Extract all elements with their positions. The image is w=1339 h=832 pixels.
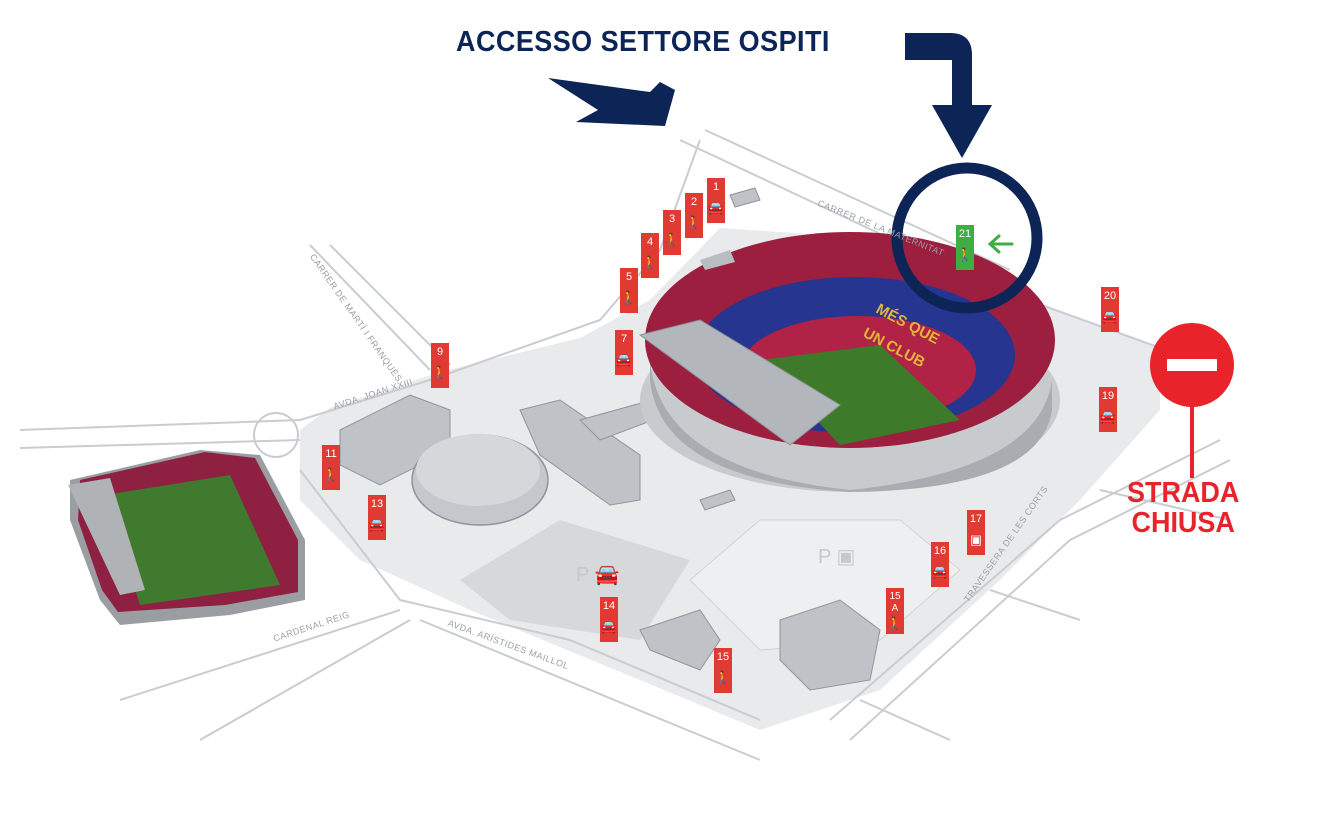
gate-15: 15 🚶 <box>714 648 732 693</box>
gate-number: 15 A <box>889 591 901 614</box>
car-icon: 🚘 <box>707 200 725 215</box>
parking-bus-letter: P <box>818 546 831 568</box>
gate-2: 2🚶 <box>685 193 703 238</box>
gate-number: 2 <box>690 196 698 208</box>
no-entry-sign-icon <box>1150 323 1234 478</box>
mini-stadium <box>68 450 305 625</box>
gate-7: 7🚘 <box>615 330 633 375</box>
gate-number: 11 <box>325 448 337 460</box>
parking-lot-cars <box>460 520 690 640</box>
gate-number: 19 <box>1101 390 1115 402</box>
gate-14: 14 🚘 <box>600 597 618 642</box>
pedestrian-icon: 🚶 <box>685 215 703 230</box>
roundabout <box>253 412 299 458</box>
parking-bus-label: P ▣ <box>818 544 855 569</box>
gate-15a: 15 A 🚶 <box>886 588 904 634</box>
gate-number: 16 <box>933 545 947 557</box>
gate-11: 11 🚶 <box>322 445 340 490</box>
pedestrian-icon: 🚶 <box>322 467 340 482</box>
gate-9: 9🚶 <box>431 343 449 388</box>
guest-sector-access-title: ACCESSO SETTORE OSPITI <box>456 26 830 58</box>
pedestrian-icon: 🚶 <box>956 247 974 262</box>
car-icon: 🚘 <box>1099 409 1117 424</box>
gate-number: 13 <box>370 498 384 510</box>
gate-1: 1🚘 <box>707 178 725 223</box>
car-icon: 🚘 <box>368 517 386 532</box>
gate-21-guest-access: 21 🚶 <box>956 225 974 270</box>
gate-4: 4🚶 <box>641 233 659 278</box>
gate-17: 17 ▣ <box>967 510 985 555</box>
parking-cars-letter: P <box>576 564 589 586</box>
arrow-down-icon <box>905 33 992 158</box>
gate-number: 21 <box>958 228 972 240</box>
road-closed-line2: CHIUSA <box>1131 507 1235 539</box>
gate-19: 19 🚘 <box>1099 387 1117 432</box>
road-closed-label: STRADA CHIUSA <box>1127 478 1239 538</box>
gate-3: 3🚶 <box>663 210 681 255</box>
green-arrow-icon <box>987 234 1014 254</box>
highlight-circle <box>891 162 1043 314</box>
gate-number: 4 <box>646 236 654 248</box>
pedestrian-icon: 🚶 <box>641 255 659 270</box>
pedestrian-icon: 🚶 <box>886 616 904 631</box>
gate-number: 5 <box>625 271 633 283</box>
arrow-left-icon <box>548 78 675 126</box>
pedestrian-icon: 🚶 <box>431 365 449 380</box>
pedestrian-icon: 🚶 <box>620 290 638 305</box>
gate-20: 20 🚘 <box>1101 287 1119 332</box>
gate-5: 5🚶 <box>620 268 638 313</box>
gate-number: 20 <box>1103 290 1117 302</box>
car-icon: 🚘 <box>931 564 949 579</box>
gate-number: 14 <box>602 600 616 612</box>
bus-icon: ▣ <box>969 532 983 547</box>
car-icon: 🚘 <box>1101 309 1119 324</box>
gate-13: 13 🚘 <box>368 495 386 540</box>
gate-number: 1 <box>712 181 720 193</box>
bus-icon: ▣ <box>836 546 856 568</box>
car-icon: 🚘 <box>594 564 620 586</box>
gate-number: 17 <box>969 513 983 525</box>
pedestrian-icon: 🚶 <box>663 232 681 247</box>
car-icon: 🚘 <box>615 352 633 367</box>
gate-number: 9 <box>436 346 444 358</box>
gate-number: 15 <box>716 651 730 663</box>
gate-number: 3 <box>668 213 676 225</box>
road-closed-line1: STRADA <box>1127 477 1240 509</box>
parking-cars-label: P 🚘 <box>576 562 619 587</box>
gate-16: 16 🚘 <box>931 542 949 587</box>
main-stadium <box>638 232 1060 492</box>
gate-number: 7 <box>620 333 628 345</box>
pedestrian-icon: 🚶 <box>714 670 732 685</box>
car-icon: 🚘 <box>600 619 618 634</box>
